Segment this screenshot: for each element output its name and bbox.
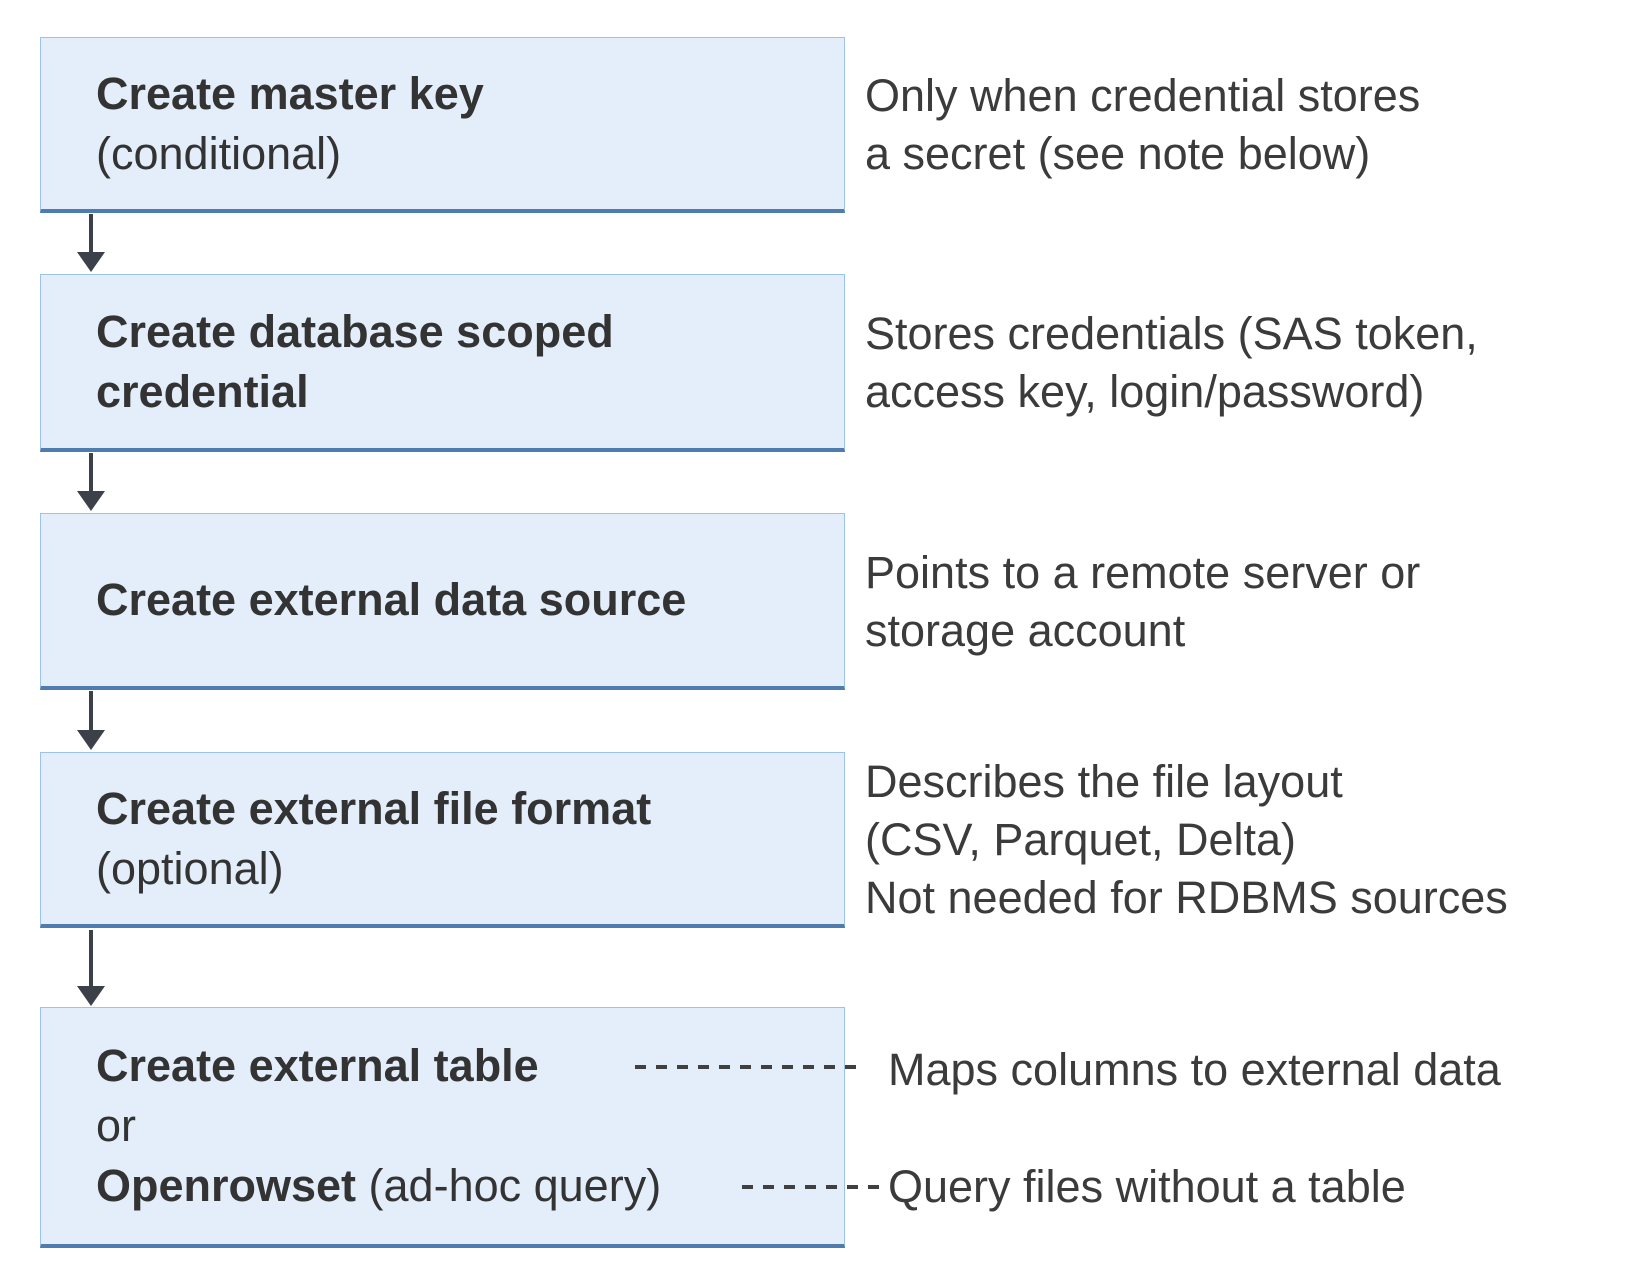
note-master-key: Only when credential stores a secret (se…	[865, 37, 1635, 213]
note-external-data-source: Points to a remote server or storage acc…	[865, 513, 1635, 690]
flow-box-create-external-data-source: Create external data source	[40, 513, 845, 690]
box-title: Create database scoped credential	[96, 305, 614, 417]
dashed-connector-external-table	[635, 1065, 863, 1069]
note-text: Describes the file layout	[865, 756, 1343, 807]
note-text: Not needed for RDBMS sources	[865, 872, 1508, 923]
note-text: Only when credential stores	[865, 70, 1421, 121]
box-openrowset-line: Openrowset (ad-hoc query)	[96, 1156, 824, 1216]
note-text: access key, login/password)	[865, 366, 1425, 417]
box-subtitle: (optional)	[96, 842, 284, 894]
note-external-table: Maps columns to external data	[888, 1044, 1501, 1095]
note-text: (CSV, Parquet, Delta)	[865, 814, 1297, 865]
box-or-label: or	[96, 1100, 137, 1151]
box-openrowset-title: Openrowset	[96, 1160, 357, 1211]
down-arrow-icon	[89, 930, 93, 987]
note-text: a secret (see note below)	[865, 128, 1371, 179]
box-title: Create external data source	[96, 574, 687, 625]
box-title: Create external table	[96, 1040, 539, 1091]
note-text: storage account	[865, 604, 1186, 656]
down-arrow-icon	[89, 453, 93, 492]
note-scoped-credential: Stores credentials (SAS token, access ke…	[865, 274, 1635, 452]
flow-box-create-scoped-credential: Create database scoped credential	[40, 274, 845, 452]
note-text: Stores credentials (SAS token,	[865, 308, 1478, 359]
box-openrowset-suffix: (ad-hoc query)	[356, 1160, 662, 1211]
down-arrow-icon	[89, 214, 93, 253]
dashed-connector-openrowset	[742, 1185, 882, 1189]
flow-box-create-external-table-or-openrowset: Create external table or Openrowset (ad-…	[40, 1007, 845, 1248]
flow-box-create-external-file-format: Create external file format (optional)	[40, 752, 845, 928]
box-title: Create master key	[96, 67, 484, 119]
note-openrowset: Query files without a table	[888, 1161, 1406, 1212]
note-external-file-format: Describes the file layout (CSV, Parquet,…	[865, 752, 1635, 928]
box-subtitle: (conditional)	[96, 127, 342, 179]
flow-box-create-master-key: Create master key (conditional)	[40, 37, 845, 213]
down-arrow-icon	[89, 691, 93, 731]
note-text: Points to a remote server or	[865, 546, 1421, 598]
box-title: Create external file format	[96, 782, 652, 834]
